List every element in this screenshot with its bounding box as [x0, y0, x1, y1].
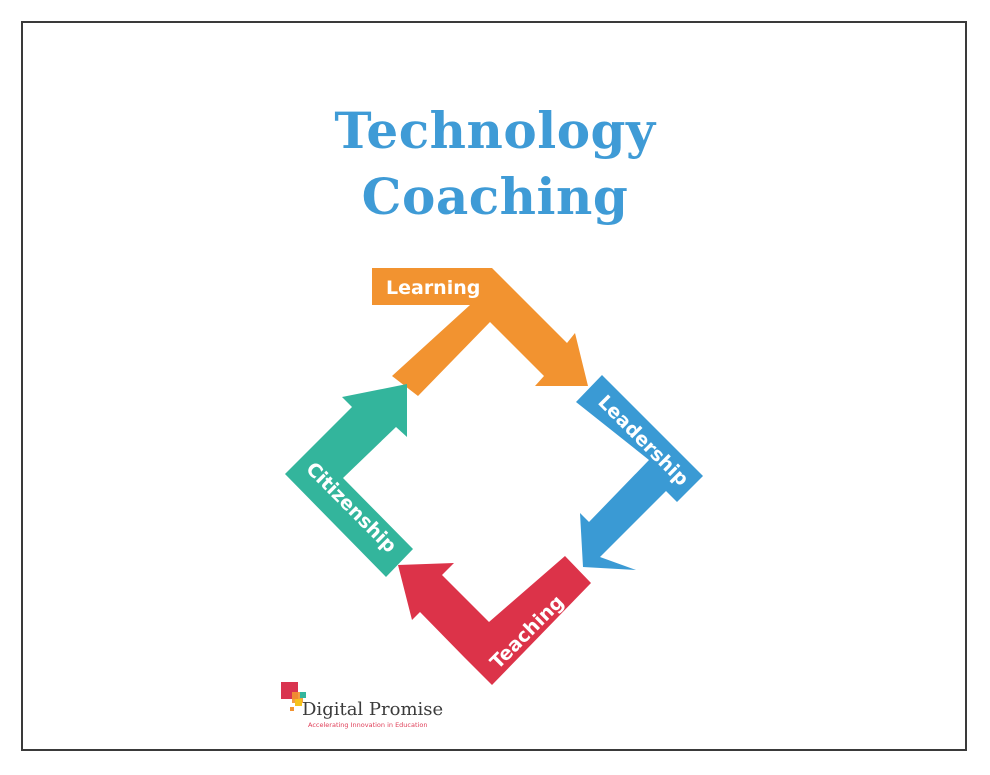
learning-arrow: Learning	[372, 268, 588, 396]
page-border	[21, 21, 967, 751]
logo-small-square-icon	[290, 707, 294, 711]
citizenship-arrow: Citizenship	[285, 384, 413, 577]
logo-yellow-square-icon	[295, 699, 302, 706]
teaching-arrow: Teaching	[398, 556, 591, 685]
digital-promise-logo: Digital Promise Accelerating Innovation …	[278, 682, 478, 732]
title-line-1: Technology	[334, 101, 656, 160]
title-line-2: Coaching	[361, 167, 629, 226]
learning-label: Learning	[386, 277, 480, 299]
logo-orange-square-icon	[292, 692, 303, 703]
leadership-arrow: Leadership	[576, 375, 703, 570]
citizenship-label: Citizenship	[301, 458, 400, 557]
logo-teal-square-icon	[300, 692, 306, 698]
logo-name: Digital Promise	[302, 699, 444, 720]
logo-tagline: Accelerating Innovation in Education	[308, 721, 428, 729]
